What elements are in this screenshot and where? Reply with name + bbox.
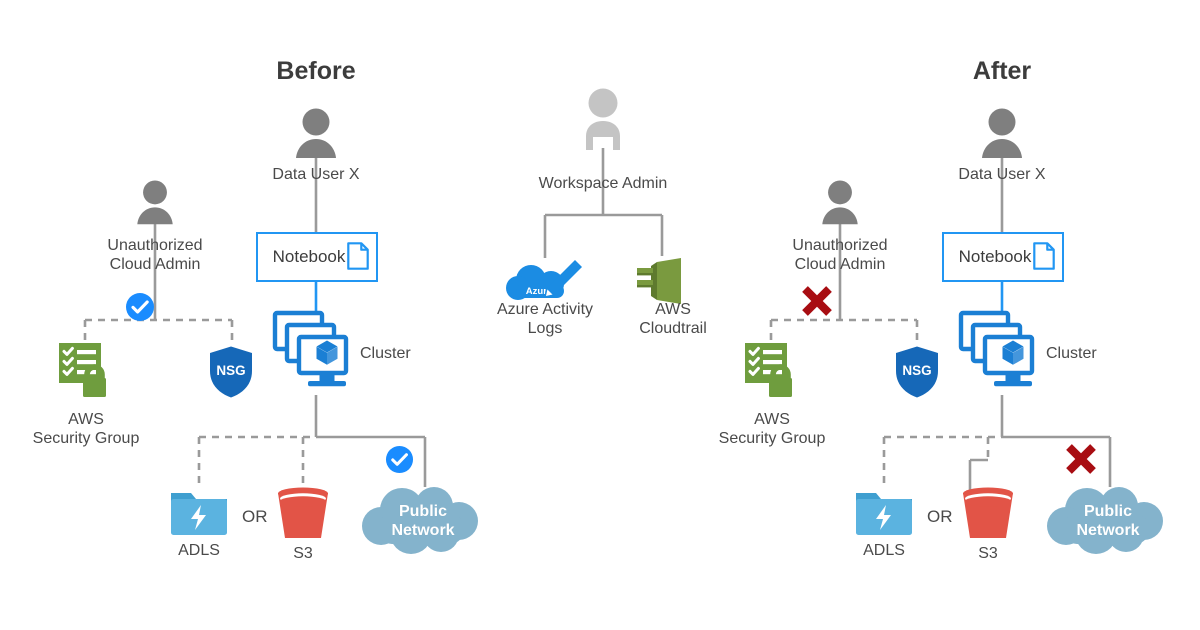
nsg-shield-before: NSG [208, 345, 254, 399]
person-workspace-admin [578, 88, 628, 150]
person-icon [137, 180, 173, 225]
label-s3-after: S3 [978, 545, 998, 562]
checklist-lock-icon [59, 343, 106, 397]
s3-icon-after [960, 487, 1016, 541]
check-badge-public-network-before [385, 445, 414, 474]
label-unauthorized-admin-after: Unauthorized Cloud Admin [792, 237, 888, 273]
cluster-monitors-icon [272, 310, 349, 387]
cloud-icon [1047, 487, 1163, 554]
notebook-label-after: Notebook [958, 247, 1032, 266]
label-adls-after: ADLS [863, 542, 905, 559]
cluster-monitors-icon [958, 310, 1035, 387]
nsg-shield-after: NSG [894, 345, 940, 399]
label-aws-cloudtrail: AWS Cloudtrail [639, 301, 707, 337]
aws-security-group-icon-after [741, 339, 803, 401]
person-icon [982, 108, 1022, 158]
aws-cloudtrail-icon [635, 256, 691, 306]
person-icon [586, 88, 620, 150]
label-public-network-before: Public Network [391, 502, 455, 539]
adls-icon-before [169, 487, 229, 539]
check-badge-icon [385, 445, 414, 474]
label-cluster-before: Cluster [360, 345, 411, 362]
folder-bolt-icon [856, 493, 912, 535]
label-or-after: OR [927, 507, 953, 526]
public-network-cloud-after: Public Network [1041, 484, 1175, 556]
cloud-icon [362, 487, 478, 554]
check-badge-icon [126, 293, 154, 321]
bucket-icon [278, 487, 328, 538]
notebook-box-before[interactable]: Notebook [256, 232, 378, 282]
label-aws-security-group-before: AWS Security Group [32, 411, 140, 447]
checklist-lock-icon [745, 343, 792, 397]
label-public-network-after: Public Network [1076, 502, 1140, 539]
notebook-label-before: Notebook [272, 247, 346, 266]
person-unauthorized-admin-after [818, 180, 862, 226]
document-icon [1033, 242, 1055, 270]
section-title-before: Before [276, 57, 356, 85]
label-workspace-admin: Workspace Admin [538, 175, 668, 192]
cloud-pencil-icon: Azure [506, 260, 582, 300]
pencil-icon [544, 260, 582, 298]
nsg-shield-text: NSG [902, 363, 931, 378]
label-s3-before: S3 [293, 545, 313, 562]
public-network-cloud-before: Public Network [356, 484, 490, 556]
person-icon [822, 180, 858, 225]
shield-icon: NSG [210, 346, 252, 398]
cross-admin-after [799, 283, 835, 319]
cross-icon [1066, 444, 1096, 474]
s3-icon-before [275, 487, 331, 541]
check-badge-admin-before [125, 292, 155, 322]
document-icon [347, 242, 369, 270]
azure-activity-logs-icon: Azure [503, 258, 587, 304]
green-box-icon [637, 258, 681, 304]
person-data-user-after [978, 108, 1026, 160]
section-title-after: After [972, 57, 1032, 85]
label-azure-activity-logs: Azure Activity Logs [496, 301, 594, 337]
cluster-icon-after [958, 310, 1046, 396]
nsg-shield-text: NSG [216, 363, 245, 378]
label-or-before: OR [242, 507, 268, 526]
label-aws-security-group-after: AWS Security Group [718, 411, 826, 447]
label-cluster-after: Cluster [1046, 345, 1097, 362]
label-unauthorized-admin-before: Unauthorized Cloud Admin [107, 237, 203, 273]
label-adls-before: ADLS [178, 542, 220, 559]
notebook-box-after[interactable]: Notebook [942, 232, 1064, 282]
person-data-user-before [292, 108, 340, 160]
cross-icon [802, 286, 832, 316]
person-icon [296, 108, 336, 158]
label-data-user-after: Data User X [958, 166, 1046, 183]
azure-badge-text: Azure [526, 286, 552, 297]
folder-bolt-icon [171, 493, 227, 535]
shield-icon: NSG [896, 346, 938, 398]
cross-public-network-after [1063, 441, 1099, 477]
cluster-icon-before [272, 310, 360, 396]
adls-icon-after [854, 487, 914, 539]
bucket-icon [963, 487, 1013, 538]
aws-security-group-icon-before [55, 339, 117, 401]
person-unauthorized-admin-before [133, 180, 177, 226]
label-data-user-before: Data User X [272, 166, 360, 183]
